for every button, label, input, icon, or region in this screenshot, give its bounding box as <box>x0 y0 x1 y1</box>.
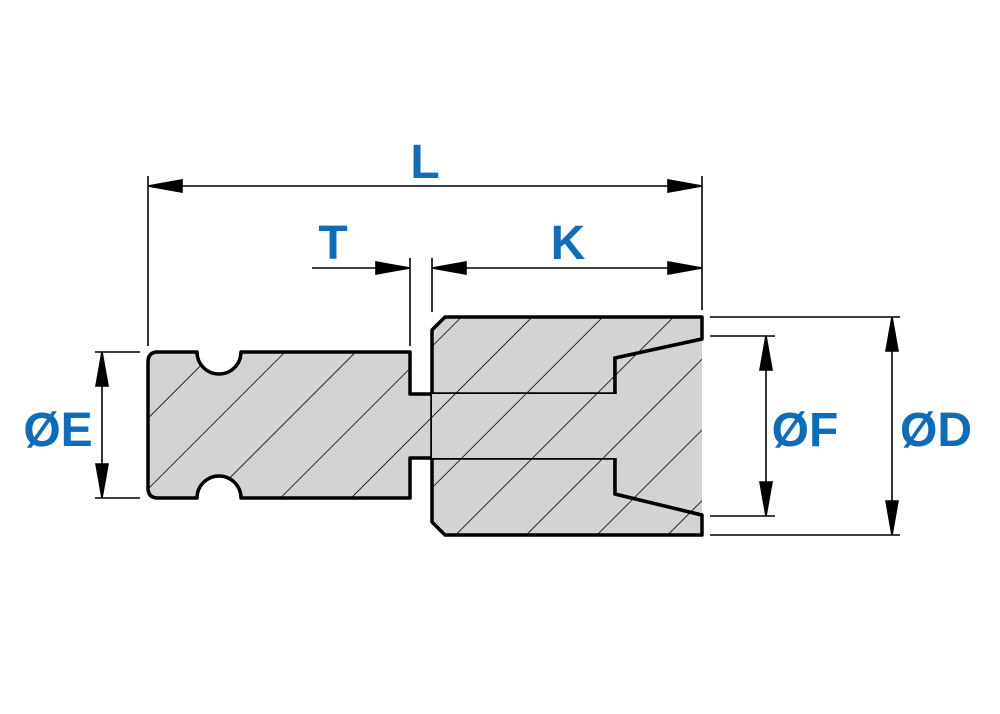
label-diameter-F: ØF <box>772 404 839 457</box>
dimension-lines <box>95 179 899 536</box>
label-L: L <box>410 136 439 189</box>
label-diameter-E: ØE <box>23 404 92 457</box>
shank <box>146 350 434 500</box>
label-diameter-D: ØD <box>900 404 972 457</box>
label-T: T <box>318 217 347 270</box>
label-K: K <box>551 217 586 270</box>
inner-core <box>432 337 703 517</box>
